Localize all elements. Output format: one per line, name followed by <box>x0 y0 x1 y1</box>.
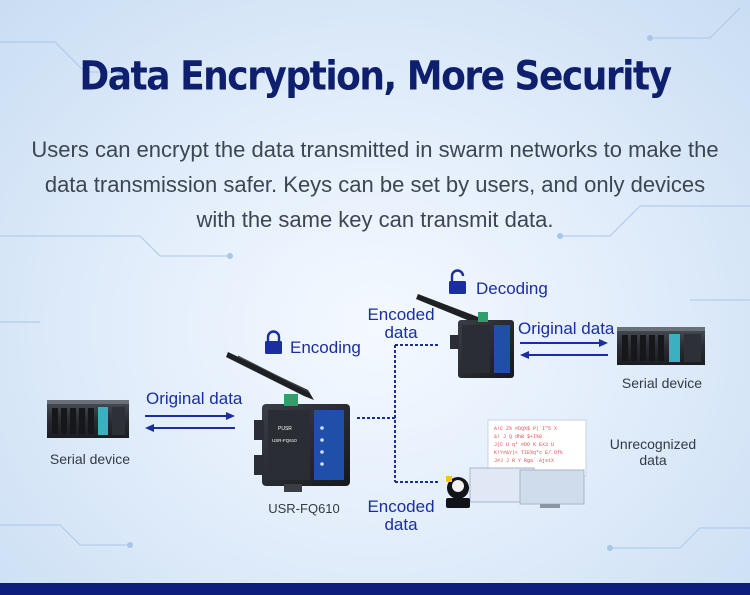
page-title: Data Encryption, More Security <box>79 53 672 100</box>
encoded-data-bottom-line1: Encoded <box>367 497 435 516</box>
router-front-brand: PUSR <box>278 426 292 432</box>
original-data-right-label: Original data <box>518 319 615 338</box>
svg-text:&! J Q dhB $+I%8: &! J Q dhB $+I%8 <box>494 434 542 440</box>
decoding-label: Decoding <box>476 279 548 298</box>
bidirectional-arrow-right <box>520 339 608 359</box>
encoded-data-bottom-line2: data <box>384 515 418 534</box>
encoded-data-top-line1: Encoded <box>367 305 435 324</box>
serial-device-left-icon <box>47 400 129 438</box>
serial-device-left-label: Serial device <box>49 451 131 467</box>
encoded-data-links <box>357 344 440 483</box>
page-subtitle: Users can encrypt the data transmitted i… <box>31 137 719 232</box>
encoded-data-top-line2: data <box>384 323 418 342</box>
svg-text:J(C U q* #DO K EX3 U: J(C U q* #DO K EX3 U <box>494 442 554 448</box>
router-device-icon: PUSR USR-FQ610 <box>226 352 350 492</box>
encoded-data-bottom-label: Encoded data <box>364 498 438 534</box>
router-model-label: USR-FQ610 <box>268 501 340 516</box>
encoding-label: Encoding <box>290 338 361 357</box>
bottom-bar <box>0 583 750 595</box>
antenna-icon <box>318 372 332 402</box>
bidirectional-arrow-left <box>145 412 235 432</box>
encoded-data-top-label: Encoded data <box>364 306 438 342</box>
hacker-icon <box>446 476 470 508</box>
serial-device-right-label: Serial device <box>621 375 703 391</box>
router-front-model: USR-FQ610 <box>272 438 297 443</box>
serial-device-right-icon <box>617 327 705 365</box>
svg-text:K!Y#&Y)< TIE%q*c E/ Ofk: K!Y#&Y)< TIE%q*c E/ Ofk <box>494 450 563 456</box>
unrecognized-line2: data <box>639 452 667 468</box>
original-data-left-label: Original data <box>146 389 243 408</box>
unrecognized-line1: Unrecognized <box>609 436 697 452</box>
svg-text:A!C Z% #DQ%$ P(`I"5 X: A!C Z% #DQ%$ P(`I"5 X <box>494 426 557 432</box>
lock-closed-icon <box>265 330 282 354</box>
lock-open-icon <box>449 269 466 294</box>
svg-text:J#J J R Y Rga` AjstX: J#J J R Y Rga` AjstX <box>494 458 554 464</box>
monitor-icon: A!C Z% #DQ%$ P(`I"5 X &! J Q dhB $+I%8 J… <box>469 419 587 508</box>
receiver-router-icon <box>416 294 514 378</box>
unrecognized-data-label: Unrecognized data <box>598 436 708 468</box>
